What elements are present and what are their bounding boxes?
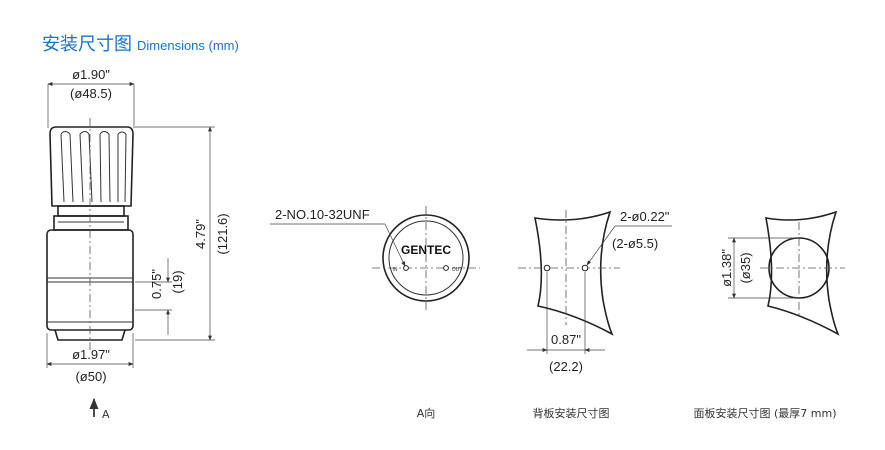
knob-ribs xyxy=(60,131,127,203)
page-title: 安装尺寸图 Dimensions (mm) xyxy=(42,30,239,56)
port-in: 0.75" xyxy=(149,269,164,299)
hole-in: 2-ø0.22" xyxy=(620,209,670,224)
port-mm: (19) xyxy=(170,270,185,293)
front-view: ø1.90" (ø48.5) 4.79" (121.6) xyxy=(46,67,230,421)
height-mm: (121.6) xyxy=(215,213,230,254)
a-view-hole-left xyxy=(403,265,409,271)
top-width-mm: (ø48.5) xyxy=(70,86,112,101)
thread-leader xyxy=(384,223,406,267)
bonnet-nut xyxy=(53,215,129,231)
body-bottom xyxy=(54,329,126,341)
spacing-mm: (22.2) xyxy=(549,359,583,374)
hole-mm: (2-ø5.5) xyxy=(612,236,658,251)
bottom-width-mm: (ø50) xyxy=(75,369,106,384)
spacing-in: 0.87" xyxy=(551,332,581,347)
a-view-caption: A向 xyxy=(417,406,436,420)
back-panel-caption: 背板安装尺寸图 xyxy=(533,406,610,420)
a-view: GENTEC IN OUT 2-NO.10-32UNF A向 xyxy=(270,206,480,420)
thread-label: 2-NO.10-32UNF xyxy=(275,207,370,222)
title-en: Dimensions (mm) xyxy=(137,38,239,53)
out-label: OUT xyxy=(452,267,463,273)
bottom-width-in: ø1.97" xyxy=(72,347,110,362)
face-panel-view: ø1.38" (ø35) 面板安装尺寸图 (最厚7 mm) xyxy=(693,210,845,420)
face-dia-in: ø1.38" xyxy=(719,249,734,287)
face-panel-caption: 面板安装尺寸图 (最厚7 mm) xyxy=(693,406,836,420)
back-hole-left xyxy=(543,264,551,272)
brand-logo-text: GENTEC xyxy=(401,243,451,257)
knob-body xyxy=(49,126,134,207)
back-panel-outline xyxy=(533,210,614,336)
a-view-outer-circle xyxy=(382,214,470,302)
face-dia-mm: (ø35) xyxy=(738,252,753,283)
view-a-arrow-label: A xyxy=(102,408,110,421)
back-hole-right xyxy=(581,264,589,272)
knob-collar xyxy=(57,205,125,217)
title-zh: 安装尺寸图 xyxy=(42,34,132,55)
hole-leader xyxy=(586,225,616,266)
a-view-inner-circle xyxy=(388,220,464,296)
in-label: IN xyxy=(393,267,398,273)
top-width-in: ø1.90" xyxy=(72,67,110,82)
a-view-hole-right xyxy=(443,265,449,271)
face-panel-outline xyxy=(765,210,840,336)
back-panel-view: 2-ø0.22" (2-ø5.5) 0.87" (22.2) 背板安装尺寸图 xyxy=(518,209,672,420)
height-in: 4.79" xyxy=(193,219,208,249)
